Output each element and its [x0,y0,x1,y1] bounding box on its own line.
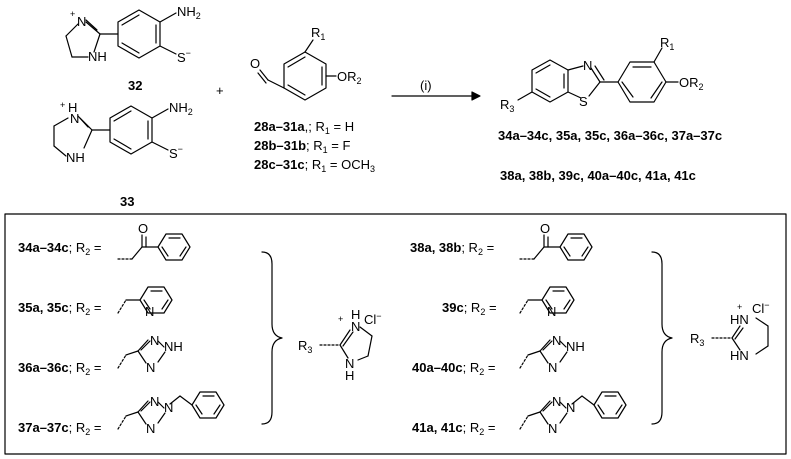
legend-box [4,213,787,455]
compound-33-structure [53,105,169,157]
left-r3-n-bottom: N [345,356,354,371]
product-n: N [583,58,592,73]
left-btriazole-n1: N [150,394,159,409]
right-triazole-n1: N [552,333,561,348]
c33-plus: + [60,100,65,110]
left-benzoyl-o: O [138,221,148,236]
r2-benzoyl-left [117,233,191,261]
product-r1: R1 [660,35,674,52]
left-r3-h-bottom: H [345,368,354,383]
r2-pyridylmethyl-right [519,286,575,314]
aldehyde-o: O [250,56,260,71]
right-triazole-nh: NH [566,339,585,354]
c33-h: H [68,100,77,115]
r2-benzyltriazolylmethyl-left [117,391,225,430]
legend-left-2: 36a–36c; R2 = [18,360,101,377]
compound-33-label: 33 [120,194,134,209]
right-brace [651,251,673,425]
c32-plus: + [70,9,75,19]
right-btriazole-n3: N [548,421,557,436]
left-triazole-n3: N [146,360,155,375]
c32-s: S− [177,48,191,65]
left-triazole-nh: NH [164,339,183,354]
legend-left-1: 35a, 35c; R2 = [18,300,101,317]
series-c: 28c–31c; R1 = OCH3 [254,157,375,174]
product-list-2: 38a, 38b, 39c, 40a–40c, 41a, 41c [500,168,696,183]
legend-right-1: 39c; R2 = [442,300,497,317]
left-brace [261,251,283,425]
left-pyridyl-n: N [145,304,154,319]
aldehyde-or2: OR2 [337,69,362,86]
legend-right-2: 40a–40c; R2 = [412,360,495,377]
compound-32-structure [65,9,177,59]
right-btriazole-n2: N [566,400,575,415]
series-a: 28a–31a,; R1 = H [254,119,354,136]
c32-n: N [77,14,86,29]
right-benzoyl-o: O [540,221,550,236]
r2-triazolylmethyl-left [117,339,166,369]
product-or2: OR2 [679,75,704,92]
left-triazole-n1: N [150,333,159,348]
right-r3-hn-bottom: HN [730,348,749,363]
plus-sign: + [216,83,224,98]
product-s: S [579,94,588,109]
c32-nh: NH [88,49,107,64]
left-r3-plus: + [338,314,343,324]
left-r3: R3 [298,338,312,355]
left-r3-n-top: N [351,319,360,334]
c33-n: N [70,111,79,126]
reagent-label: (i) [420,78,432,93]
legend-right-3: 41a, 41c; R2 = [412,420,495,437]
left-r3-h-top: H [351,307,360,322]
r2-triazolylmethyl-right [519,339,568,369]
product-r3: R3 [500,97,514,114]
left-btriazole-n3: N [146,421,155,436]
series-b: 28b–31b; R1 = F [254,138,351,155]
aldehyde-structure [257,39,337,101]
legend-left-3: 37a–37c; R2 = [18,420,101,437]
legend-right-0: 38a, 38b; R2 = [410,240,494,257]
right-pyridyl-n: N [547,304,556,319]
r2-pyridylmethyl-left [117,286,173,314]
right-triazole-n3: N [548,360,557,375]
r3-imidazolinium-left [319,326,373,361]
right-r3-cl: Cl− [752,300,770,316]
left-btriazole-n2: N [164,400,173,415]
compound-32-label: 32 [128,78,142,93]
product-structure [517,47,679,103]
c33-s: S− [169,144,183,161]
r3-tetrahydropyrimidinium-right [711,317,769,355]
right-r3-hn-top: HN [730,312,749,327]
product-list-1: 34a–34c, 35a, 35c, 36a–36c, 37a–37c [498,128,722,143]
aldehyde-r1: R1 [311,25,325,42]
right-btriazole-n1: N [552,394,561,409]
right-r3: R3 [690,331,704,348]
r2-benzoyl-right [519,233,593,261]
r2-benzyltriazolylmethyl-right [519,391,627,430]
left-r3-cl: Cl− [364,311,382,327]
c33-nh: NH [66,150,85,165]
c32-nh2: NH2 [177,4,201,21]
legend-left-0: 34a–34c; R2 = [18,240,101,257]
right-r3-plus: + [737,302,742,312]
c33-nh2: NH2 [169,100,193,117]
